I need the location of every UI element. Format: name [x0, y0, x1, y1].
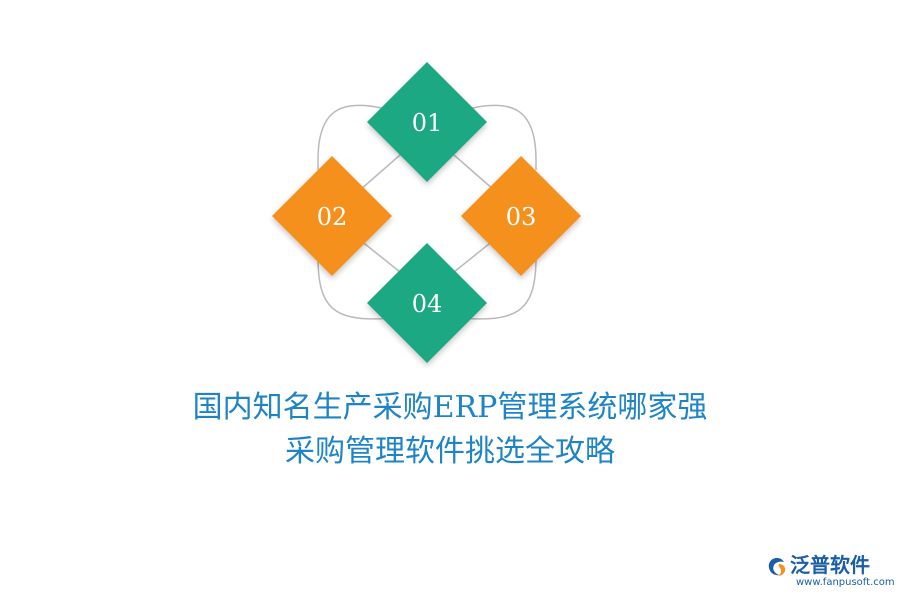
- node-02: 02: [272, 156, 392, 276]
- logo-name: 泛普软件: [790, 553, 870, 577]
- brand-logo: 泛普软件 www.fanpusoft.com: [766, 552, 895, 592]
- connector-lines: [317, 104, 537, 320]
- node-02-diamond: [272, 156, 392, 276]
- connector-inner-3: [359, 239, 401, 273]
- connector-bottom-right: [456, 257, 537, 320]
- node-04: 04: [367, 243, 487, 363]
- connector-top-right: [456, 104, 537, 170]
- connector-top-left: [317, 104, 398, 170]
- title-line-1: 国内知名生产采购ERP管理系统哪家强: [192, 390, 708, 425]
- node-04-diamond: [367, 243, 487, 363]
- connector-inner-1: [359, 154, 401, 191]
- node-01: 01: [367, 62, 487, 182]
- node-04-label: 04: [412, 290, 443, 318]
- logo-url: www.fanpusoft.com: [796, 577, 895, 588]
- connector-inner-2: [453, 154, 495, 191]
- connector-bottom-left: [317, 257, 398, 320]
- connector-inner-4: [453, 239, 495, 273]
- node-01-diamond: [367, 62, 487, 182]
- logo-mark-icon: [768, 558, 786, 576]
- node-03: 03: [461, 156, 581, 276]
- node-03-label: 03: [506, 203, 537, 231]
- node-03-diamond: [461, 156, 581, 276]
- title-line-2: 采购管理软件挑选全攻略: [285, 434, 615, 469]
- node-02-label: 02: [317, 203, 348, 231]
- node-01-label: 01: [412, 109, 443, 137]
